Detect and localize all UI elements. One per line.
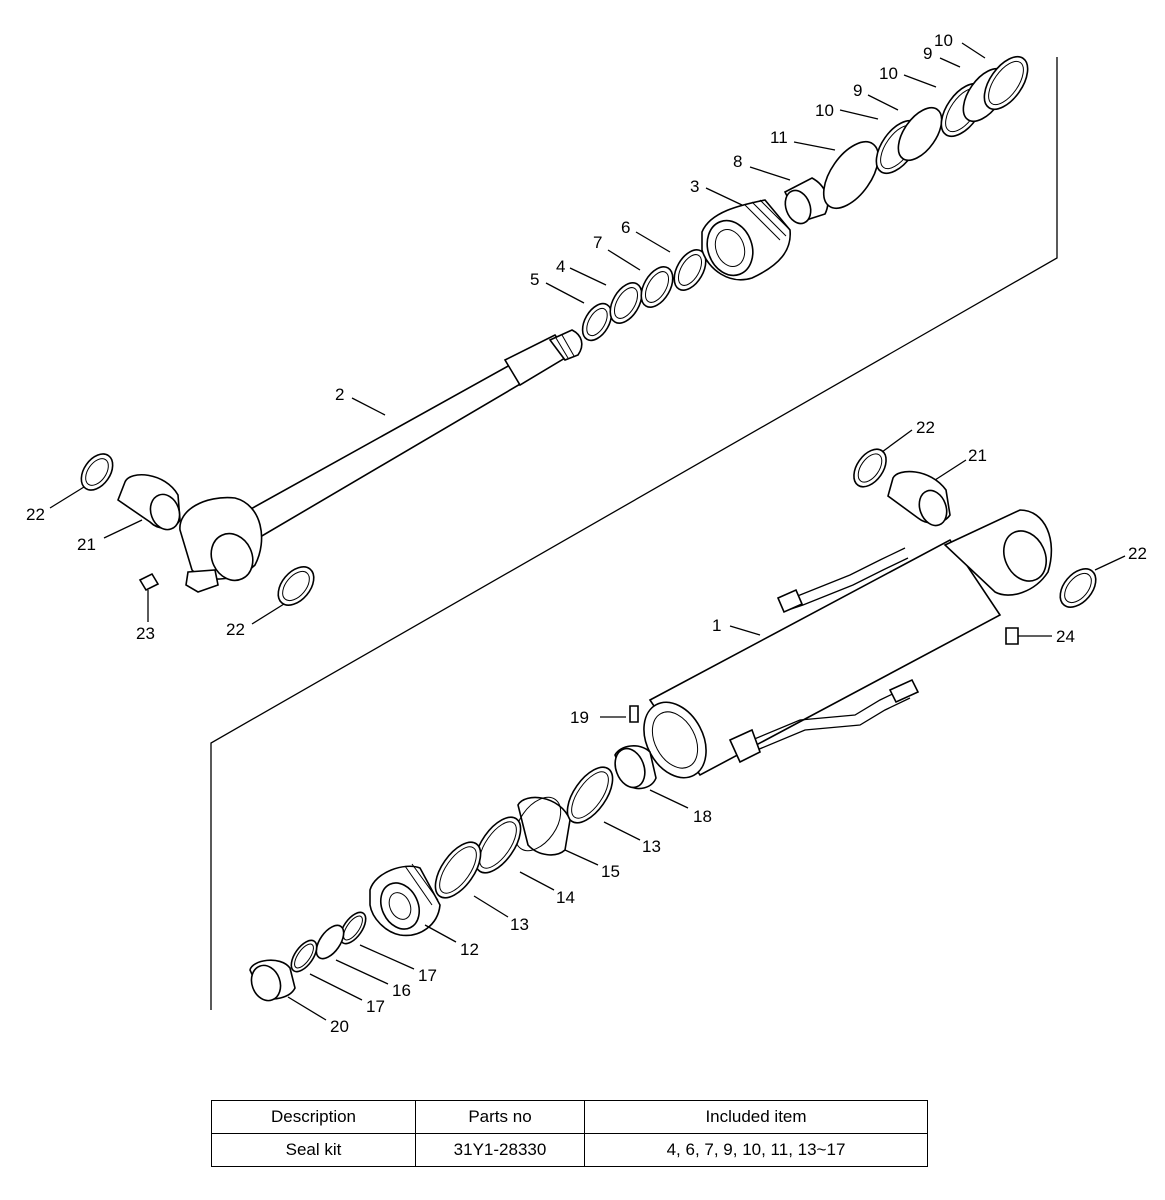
- callout-4: 4: [556, 257, 565, 276]
- part-12-piston: [369, 863, 441, 937]
- part-18-nut: [614, 745, 657, 790]
- callout-10-middle: 10: [879, 64, 898, 83]
- callout-10-upper: 10: [934, 31, 953, 50]
- callout-22-lower-left: 22: [226, 620, 245, 639]
- cell-description: Seal kit: [211, 1133, 416, 1167]
- callout-21-left: 21: [77, 535, 96, 554]
- part-11-o-ring: [822, 141, 880, 209]
- callout-7: 7: [593, 233, 602, 252]
- callout-19: 19: [570, 708, 589, 727]
- callout-14: 14: [556, 888, 575, 907]
- part-16-ring: [315, 924, 345, 960]
- piston-rod: [179, 329, 583, 593]
- bushing-right: [887, 470, 951, 527]
- table-header-row: Description Parts no Included item: [211, 1100, 928, 1134]
- callout-17-lower: 17: [366, 997, 385, 1016]
- callout-6: 6: [621, 218, 630, 237]
- callout-18: 18: [693, 807, 712, 826]
- part-4-seal: [609, 282, 643, 324]
- bushing-left: [117, 474, 181, 531]
- part-13-ring-b: [434, 841, 482, 899]
- dust-ring-lower-right: [1059, 568, 1097, 608]
- callout-13-upper: 13: [642, 837, 661, 856]
- callout-11: 11: [770, 128, 788, 147]
- callout-9-upper: 9: [923, 44, 932, 63]
- callout-12: 12: [460, 940, 479, 959]
- cylinder-tube: [643, 509, 1053, 779]
- callout-13-lower: 13: [510, 915, 529, 934]
- table-row: Seal kit 31Y1-28330 4, 6, 7, 9, 10, 11, …: [211, 1133, 928, 1167]
- callout-21-right: 21: [968, 446, 987, 465]
- part-9-ring-a: [897, 106, 943, 162]
- dust-ring-upper-left: [80, 453, 114, 491]
- part-13-ring-a: [566, 766, 614, 824]
- part-6-seal: [673, 249, 707, 291]
- grease-nipple-tube: [1005, 627, 1019, 645]
- callout-8: 8: [733, 152, 742, 171]
- part-5-snap-ring: [581, 302, 613, 342]
- part-10-ring-c: [983, 55, 1029, 111]
- callout-9-lower: 9: [853, 81, 862, 100]
- callout-22-lower-right: 22: [1128, 544, 1147, 563]
- part-17-ring-b: [290, 939, 318, 973]
- part-7-seal: [640, 266, 674, 308]
- callout-10-lower: 10: [815, 101, 834, 120]
- callout-labels: 1 2 3 4 5 6 7 8 9 9 10 10 10 11 12 13 13…: [26, 31, 1147, 1036]
- callout-22-upper-right: 22: [916, 418, 935, 437]
- part-15-ring: [514, 796, 571, 856]
- dust-ring-lower-left: [277, 566, 315, 606]
- frame-outline: [210, 57, 1058, 1010]
- part-17-ring-a: [339, 911, 367, 945]
- exploded-parts-diagram: 1 2 3 4 5 6 7 8 9 9 10 10 10 11 12 13 13…: [26, 31, 1147, 1036]
- part-8-bushing: [783, 177, 829, 225]
- part-20-bushing: [249, 959, 296, 1002]
- callout-24: 24: [1056, 627, 1075, 646]
- part-19-set-screw: [629, 705, 639, 723]
- callout-3: 3: [690, 177, 699, 196]
- seal-kit-table: Description Parts no Included item Seal …: [211, 1100, 928, 1167]
- callout-5: 5: [530, 270, 539, 289]
- callout-2: 2: [335, 385, 344, 404]
- callout-15: 15: [601, 862, 620, 881]
- callout-23: 23: [136, 624, 155, 643]
- header-included-item: Included item: [584, 1100, 928, 1134]
- cell-included-item: 4, 6, 7, 9, 10, 11, 13~17: [584, 1133, 928, 1167]
- dust-ring-upper-right: [853, 448, 887, 488]
- callout-1: 1: [712, 616, 721, 635]
- grease-nipple-rod: [138, 572, 160, 592]
- header-description: Description: [211, 1100, 416, 1134]
- callout-17-upper: 17: [418, 966, 437, 985]
- callout-22-upper-left: 22: [26, 505, 45, 524]
- part-14-ring: [474, 816, 522, 874]
- leader-lines: [49, 42, 1126, 1021]
- callout-16: 16: [392, 981, 411, 1000]
- part-3-rod-cover: [701, 199, 791, 281]
- callout-20: 20: [330, 1017, 349, 1036]
- header-parts-no: Parts no: [415, 1100, 585, 1134]
- cell-parts-no: 31Y1-28330: [415, 1133, 585, 1167]
